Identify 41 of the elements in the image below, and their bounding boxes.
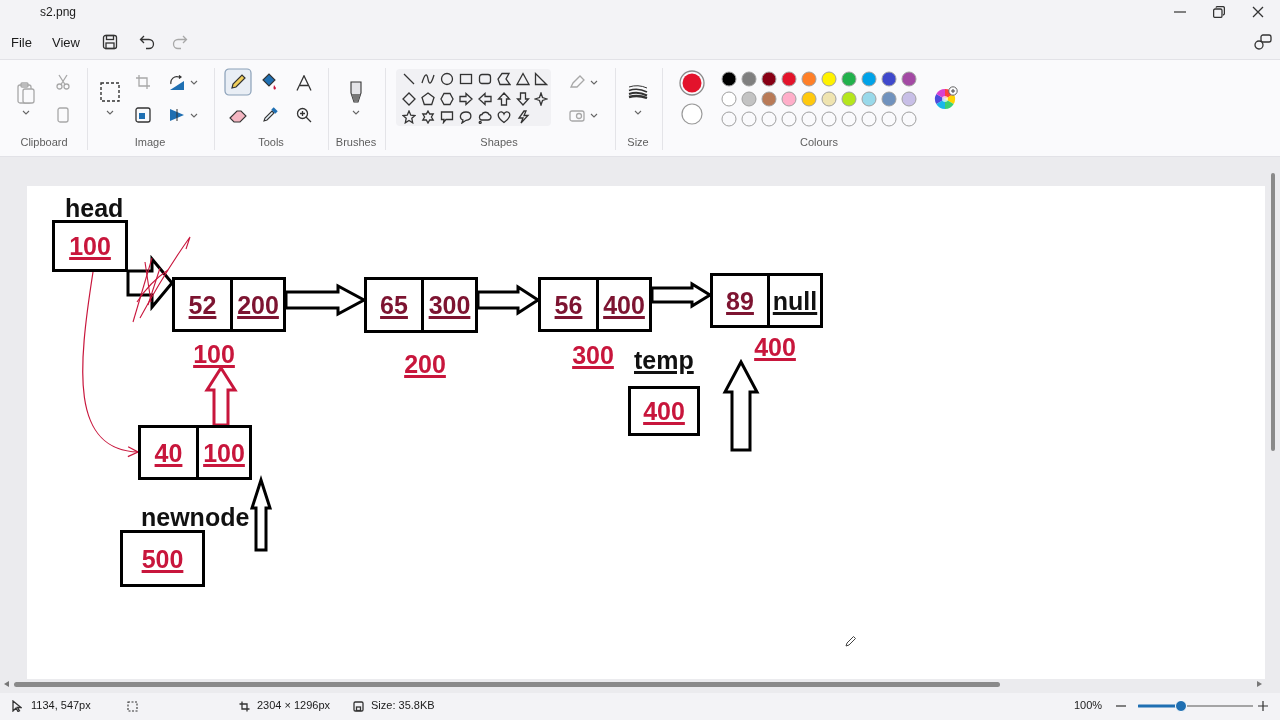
next-address: null [772, 286, 818, 315]
menu-item: File [11, 35, 32, 51]
group-label: Image [134, 136, 166, 150]
data-value: 56 [554, 290, 583, 319]
block-arrow [126, 254, 174, 312]
address-value: 400 [643, 397, 685, 425]
next-address: 400 [603, 290, 645, 319]
group-label: Size [627, 136, 649, 150]
group-label: Colours [800, 136, 838, 150]
block-arrow [204, 365, 238, 427]
group-label: Shapes [480, 136, 518, 150]
address-label: 400 [754, 333, 796, 361]
zoom-level: 100% [1074, 699, 1103, 713]
address-value: 500 [141, 544, 184, 573]
address-label: 300 [572, 341, 614, 369]
group-label: Tools [258, 136, 284, 150]
address-value: 100 [69, 232, 111, 260]
variable-name: head [65, 194, 124, 222]
block-arrow [650, 281, 713, 309]
variable-name: newnode [141, 503, 250, 531]
window-title: s2.png [40, 5, 77, 20]
address-label: 100 [193, 340, 235, 368]
group-label: Clipboard [20, 136, 68, 150]
variable-name: temp [634, 346, 694, 374]
next-address: 100 [203, 438, 245, 467]
block-arrow [249, 475, 273, 552]
next-address: 300 [428, 291, 471, 319]
data-value: 89 [726, 286, 754, 315]
data-value: 40 [154, 438, 183, 467]
status-text: 2304 × 1296px [257, 699, 331, 713]
next-address: 200 [237, 290, 279, 319]
address-label: 200 [404, 350, 446, 378]
status-text: 1134, 547px [31, 699, 91, 713]
menu-item: View [52, 35, 80, 51]
data-value: 65 [380, 291, 408, 319]
block-arrow [476, 284, 541, 316]
group-label: Brushes [335, 136, 377, 150]
status-text: Size: 35.8KB [371, 699, 435, 713]
data-value: 52 [188, 290, 217, 319]
curved-arrow [82, 271, 139, 457]
block-arrow [722, 358, 760, 452]
